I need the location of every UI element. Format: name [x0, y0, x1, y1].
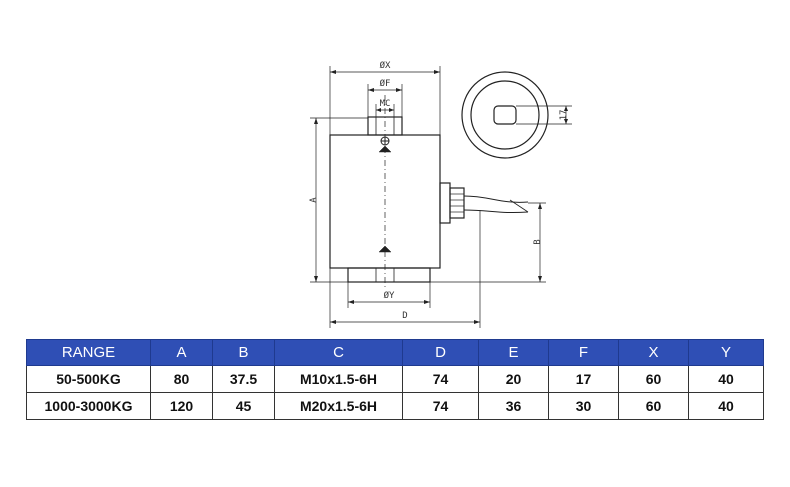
cell-x: 60 [618, 365, 689, 393]
dim-label-x: ØX [380, 60, 391, 71]
cable [463, 195, 529, 203]
header-e: E [478, 339, 549, 366]
cell-b: 45 [212, 392, 275, 420]
header-b: B [212, 339, 275, 366]
cell-d: 74 [402, 365, 479, 393]
cell-f: 17 [548, 365, 619, 393]
header-x: X [618, 339, 689, 366]
cell-range: 1000-3000KG [26, 392, 151, 420]
dim-label-hole: 17 [559, 110, 569, 121]
dim-label-d: D [402, 311, 407, 321]
table-header-row: RANGE A B C D E F X Y [26, 339, 764, 366]
cell-x: 60 [618, 392, 689, 420]
cell-a: 120 [150, 392, 213, 420]
spec-table: RANGE A B C D E F X Y 50-500KG 80 37.5 M… [26, 339, 764, 420]
header-range: RANGE [26, 339, 151, 366]
header-a: A [150, 339, 213, 366]
technical-drawing: ØX ØF MC ØY D A B 17 [309, 60, 572, 328]
cell-y: 40 [688, 365, 764, 393]
header-d: D [402, 339, 479, 366]
dim-label-y: ØY [384, 290, 395, 301]
cell-a: 80 [150, 365, 213, 393]
cell-c: M10x1.5-6H [274, 365, 403, 393]
header-c: C [274, 339, 403, 366]
cell-f: 30 [548, 392, 619, 420]
cell-d: 74 [402, 392, 479, 420]
table-row: 50-500KG 80 37.5 M10x1.5-6H 74 20 17 60 … [26, 365, 764, 393]
cell-y: 40 [688, 392, 764, 420]
cell-b: 37.5 [212, 365, 275, 393]
top-view-outer [461, 71, 549, 159]
cell-range: 50-500KG [26, 365, 151, 393]
header-y: Y [688, 339, 764, 366]
bottom-base [347, 267, 431, 283]
dim-label-a: A [309, 197, 319, 203]
dim-label-f: ØF [380, 78, 391, 89]
cable-gland [439, 182, 451, 224]
top-view-hole [493, 105, 517, 125]
dim-label-mc: MC [380, 99, 391, 109]
table-row: 1000-3000KG 120 45 M20x1.5-6H 74 36 30 6… [26, 392, 764, 420]
top-view-inner [470, 80, 540, 150]
header-f: F [548, 339, 619, 366]
dim-label-b: B [533, 239, 543, 244]
cell-e: 20 [478, 365, 549, 393]
cell-e: 36 [478, 392, 549, 420]
cell-c: M20x1.5-6H [274, 392, 403, 420]
